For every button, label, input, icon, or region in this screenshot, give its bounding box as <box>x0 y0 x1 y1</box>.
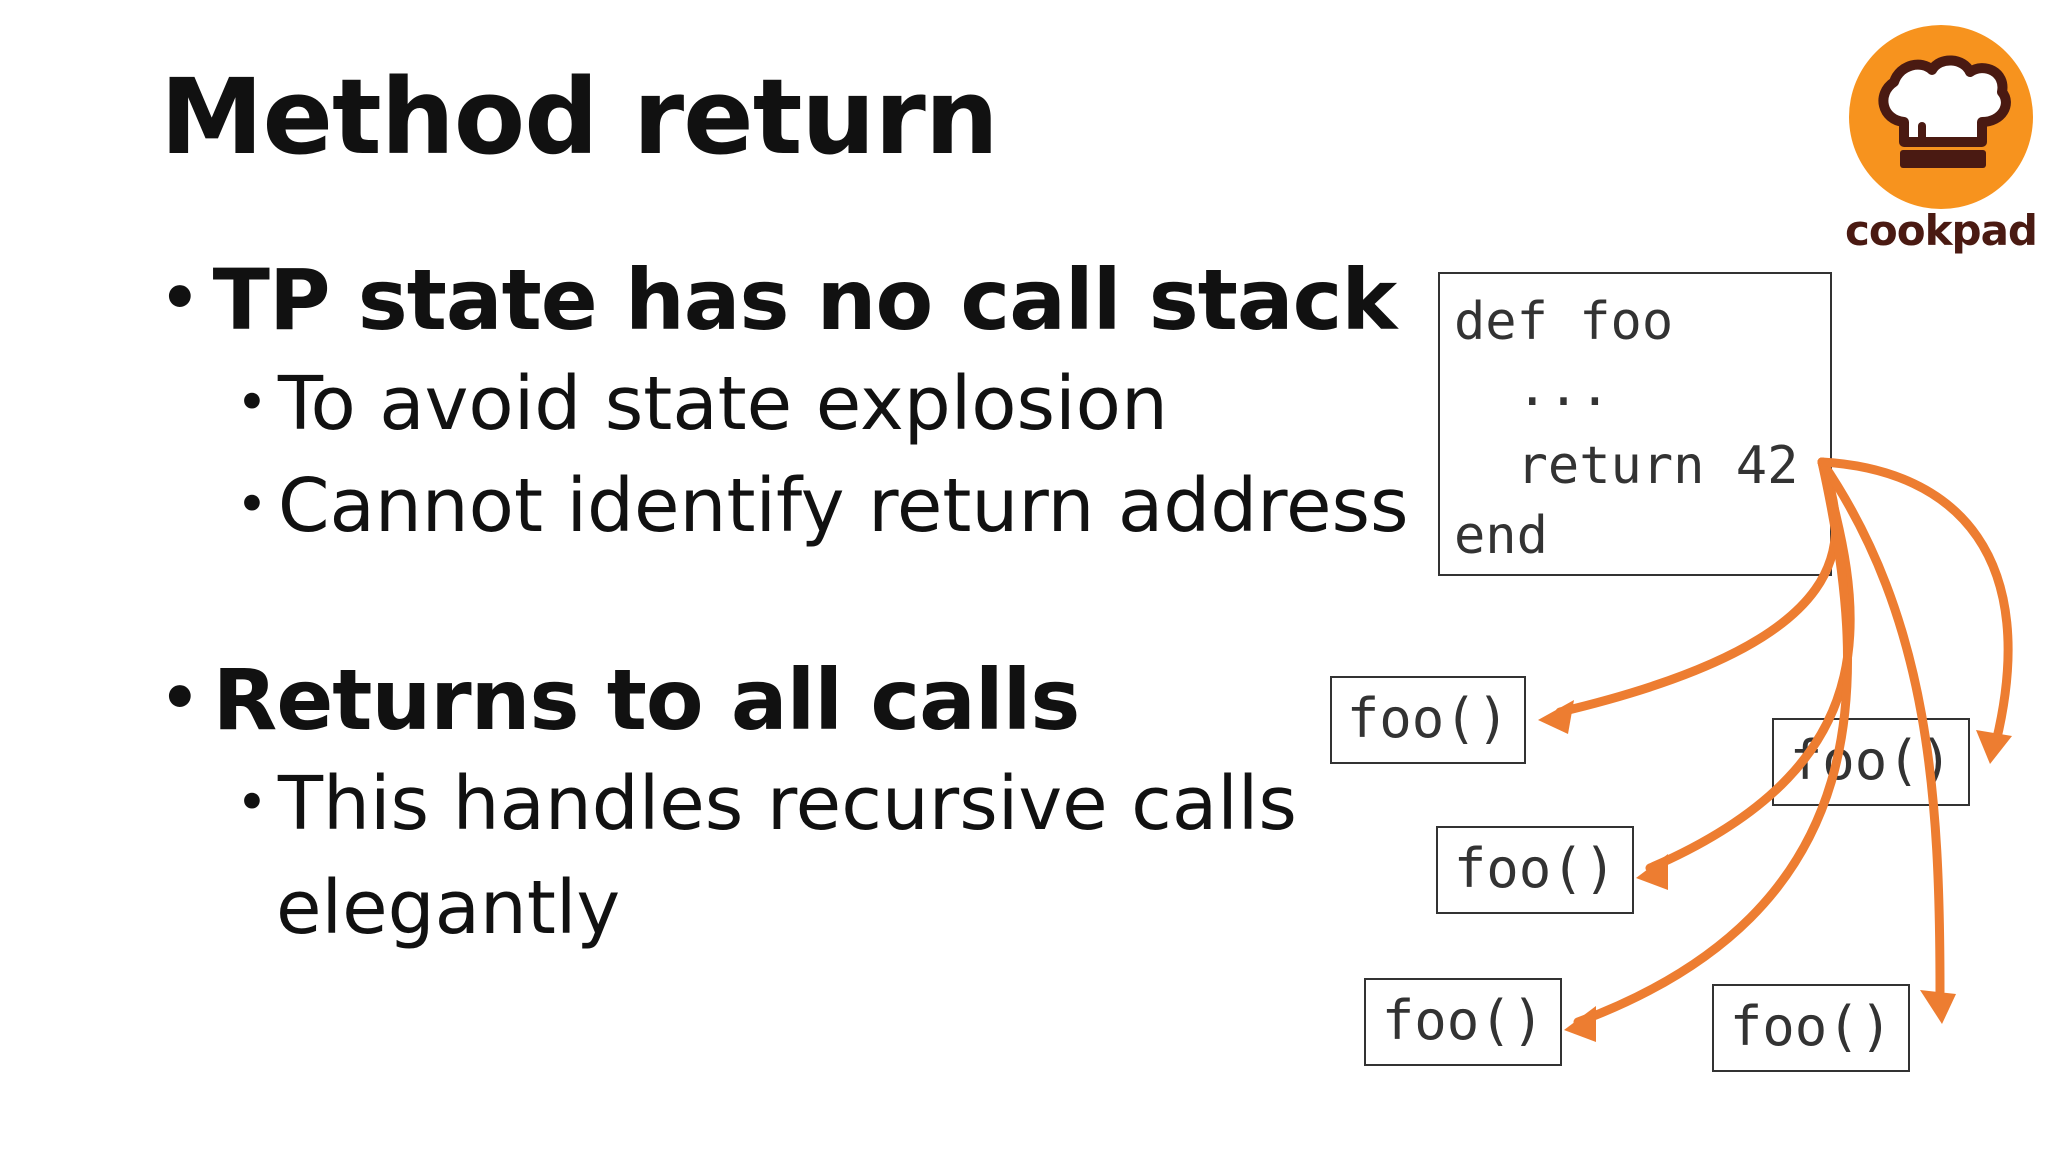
call-box: foo() <box>1712 984 1910 1072</box>
code-line: ... <box>1454 358 1611 418</box>
arrow-path <box>1817 457 2013 747</box>
call-box: foo() <box>1772 718 1970 806</box>
bullet-text: Cannot identify return address <box>277 463 1409 549</box>
chef-hat-icon <box>1849 25 2033 209</box>
arrowhead <box>1976 730 2012 764</box>
bullet-text: This handles recursive calls <box>277 761 1297 847</box>
call-box: foo() <box>1436 826 1634 914</box>
bullet-text: To avoid state explosion <box>277 361 1168 447</box>
code-line: end <box>1454 506 1548 566</box>
code-line: return 42 <box>1454 436 1799 496</box>
bullet-dot: • <box>236 771 268 834</box>
slide-title: Method return <box>160 56 999 178</box>
arrowhead <box>1538 700 1574 734</box>
bullet-text: Returns to all calls <box>212 651 1081 749</box>
bullet-avoid-explosion: •To avoid state explosion <box>236 361 1168 447</box>
call-box: foo() <box>1364 978 1562 1066</box>
code-line: def foo <box>1454 292 1674 352</box>
arrowhead <box>1564 1006 1596 1042</box>
bullet-recursive-calls: •This handles recursive calls <box>236 761 1297 847</box>
bullet-dot: • <box>236 473 268 536</box>
logo-text: cookpad <box>1844 206 2038 255</box>
arrowhead <box>1636 854 1668 890</box>
bullet-continuation: elegantly <box>276 865 621 951</box>
bullet-no-call-stack: •TP state has no call stack <box>160 251 1398 349</box>
bullet-text: TP state has no call stack <box>212 251 1398 349</box>
cookpad-logo: cookpad <box>1842 22 2040 260</box>
bullet-dot: • <box>160 661 200 734</box>
code-box: def foo ... return 42 end <box>1438 272 1832 576</box>
bullet-dot: • <box>160 261 200 334</box>
call-box: foo() <box>1330 676 1526 764</box>
arrowhead <box>1920 990 1956 1024</box>
bullet-returns-all-calls: •Returns to all calls <box>160 651 1081 749</box>
bullet-dot: • <box>236 371 268 434</box>
bullet-return-address: •Cannot identify return address <box>236 463 1409 549</box>
